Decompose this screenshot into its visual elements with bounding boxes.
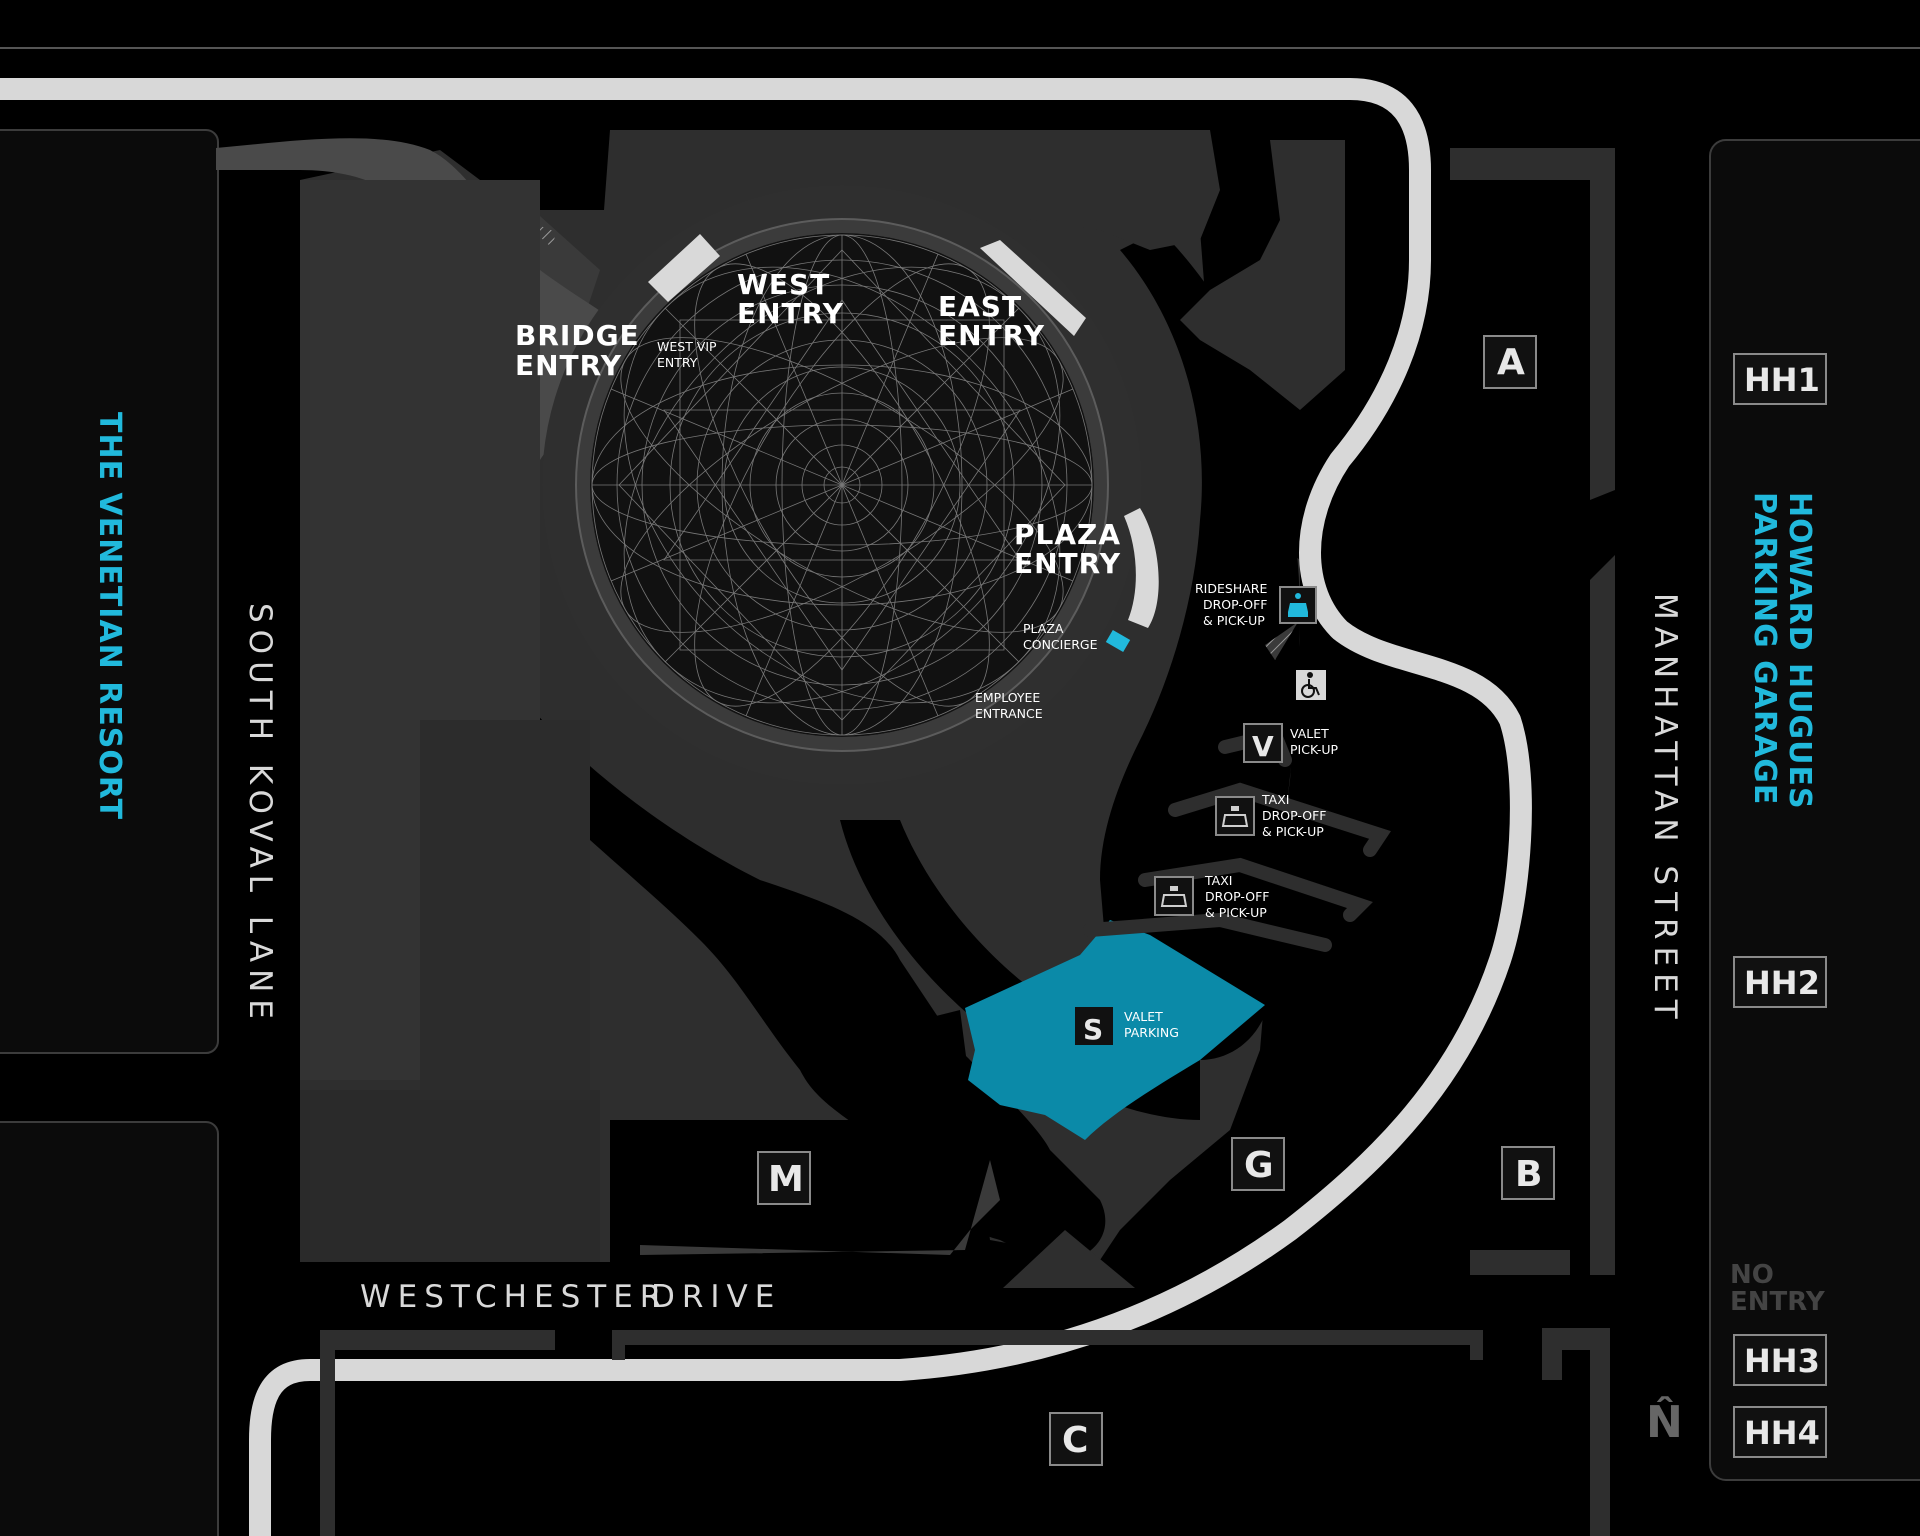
rideshare-crosswalk [1265, 622, 1298, 660]
inner-loop-drive [416, 290, 1106, 1262]
east-drive [1100, 230, 1300, 1060]
east-entry-canopy [980, 240, 1086, 336]
lot-a-badge: A [1483, 335, 1537, 389]
taxi1-label-3: & PICK-UP [1262, 824, 1324, 839]
valet-parking-label-2: PARKING [1124, 1025, 1179, 1040]
garage-hh2-badge: HH2 [1733, 956, 1827, 1008]
sphere [590, 233, 1094, 737]
venetian-building-south [0, 1121, 219, 1536]
rideshare-car-icon [1279, 586, 1317, 624]
lot-b-bottom [1470, 1250, 1570, 1275]
valet-parking-letter: S [1083, 1013, 1103, 1046]
rideshare-label-2: DROP-OFF [1203, 597, 1268, 612]
east-entry-label-1: EAST [938, 290, 1022, 323]
plaza-concierge-label-2: CONCIERGE [1023, 637, 1098, 652]
east-wedge [1180, 140, 1345, 410]
plaza-concierge-marker [1105, 629, 1131, 653]
west-entry-label-1: WEST [737, 268, 830, 301]
no-entry-label-2: ENTRY [1730, 1287, 1826, 1317]
plaza-entry-label-1: PLAZA [1014, 518, 1121, 551]
west-entry-label-2: ENTRY [737, 297, 844, 330]
lot-g-letter: G [1244, 1145, 1274, 1186]
lot-c-letter: C [1062, 1420, 1088, 1461]
east-entry-label-2: ENTRY [938, 319, 1045, 352]
taxi-icon [1215, 796, 1255, 836]
westchester-label: WESTCHESTER [360, 1279, 668, 1315]
west-entry-canopy [648, 234, 720, 302]
garage-hh4-badge: HH4 [1733, 1406, 1827, 1458]
howard-hughes-label-2: PARKING GARAGE [1747, 492, 1782, 805]
no-entry-label-1: NO [1730, 1260, 1774, 1290]
taxi-icon-2 [1154, 876, 1194, 916]
lot-c-top [612, 1330, 1483, 1360]
manhattan-street-label: MANHATTAN STREET [1647, 593, 1683, 1026]
plaza-entry-canopy [1124, 508, 1159, 628]
valet-parking-lot [965, 920, 1265, 1140]
north-building [640, 130, 1220, 250]
taxi2-label-1: TAXI [1204, 873, 1232, 888]
employee-entrance-label-2: ENTRANCE [975, 706, 1043, 721]
garage-hh3-badge: HH3 [1733, 1334, 1827, 1386]
bridge-entry-label-2: ENTRY [515, 349, 622, 382]
north-arrow-icon: N̂ [1646, 1395, 1683, 1448]
valet-pickup-label-2: PICK-UP [1290, 742, 1338, 757]
garage-hh3-label: HH3 [1744, 1342, 1820, 1380]
lot-a-outline [1450, 148, 1615, 500]
rideshare-label-3: & PICK-UP [1203, 613, 1265, 628]
taxi2-label-2: DROP-OFF [1205, 889, 1270, 904]
garage-hh2-label: HH2 [1744, 964, 1820, 1002]
west-vip-label-1: WEST VIP [657, 339, 717, 354]
valet-parking-badge: S [1075, 1007, 1113, 1046]
venetian-label: THE VENETIAN RESORT [92, 412, 127, 820]
south-triangle [1003, 1230, 1135, 1288]
rideshare-label-1: RIDESHARE [1195, 581, 1267, 596]
lot-a-letter: A [1497, 342, 1525, 383]
drive-label: DRIVE [651, 1279, 781, 1315]
lot-b-badge: B [1501, 1146, 1555, 1200]
garage-hh1-label: HH1 [1744, 361, 1820, 399]
valet-pickup-badge: V [1243, 723, 1283, 763]
employee-entrance-label-1: EMPLOYEE [975, 690, 1040, 705]
lot-b-outline [1590, 555, 1615, 1275]
lot-c-badge: C [1049, 1412, 1103, 1466]
west-vip-label-2: ENTRY [657, 355, 698, 370]
west-building-3 [420, 720, 590, 1100]
south-building-m [640, 1160, 1000, 1255]
valet-pickup-letter: V [1252, 730, 1274, 763]
lot-g-badge: G [1231, 1137, 1285, 1191]
howard-hughes-label-1: HOWARD HUGUES [1782, 492, 1817, 810]
lot-b-letter: B [1515, 1154, 1542, 1195]
lot-m-badge: M [757, 1151, 811, 1205]
lot-hh-corner [1542, 1328, 1610, 1536]
venetian-building-north [0, 129, 219, 1054]
howard-hughes-garage [1709, 139, 1920, 1481]
lot-m-letter: M [768, 1159, 804, 1200]
plaza-entry-label-2: ENTRY [1014, 547, 1121, 580]
valet-pickup-label-1: VALET [1290, 726, 1329, 741]
accessible-icon [1296, 670, 1326, 700]
bridge-ramp [216, 138, 650, 460]
taxi1-label-1: TAXI [1261, 792, 1289, 807]
valet-parking-label-1: VALET [1124, 1009, 1163, 1024]
bridge-entry-label-1: BRIDGE [515, 319, 640, 352]
taxi1-label-2: DROP-OFF [1262, 808, 1327, 823]
garage-hh4-label: HH4 [1744, 1414, 1820, 1452]
taxi2-label-3: & PICK-UP [1205, 905, 1267, 920]
west-building-2 [300, 1090, 600, 1262]
koval-lane-label: SOUTH KOVAL LANE [242, 603, 278, 1026]
plaza-concierge-label-1: PLAZA [1023, 621, 1064, 636]
garage-hh1-badge: HH1 [1733, 353, 1827, 405]
